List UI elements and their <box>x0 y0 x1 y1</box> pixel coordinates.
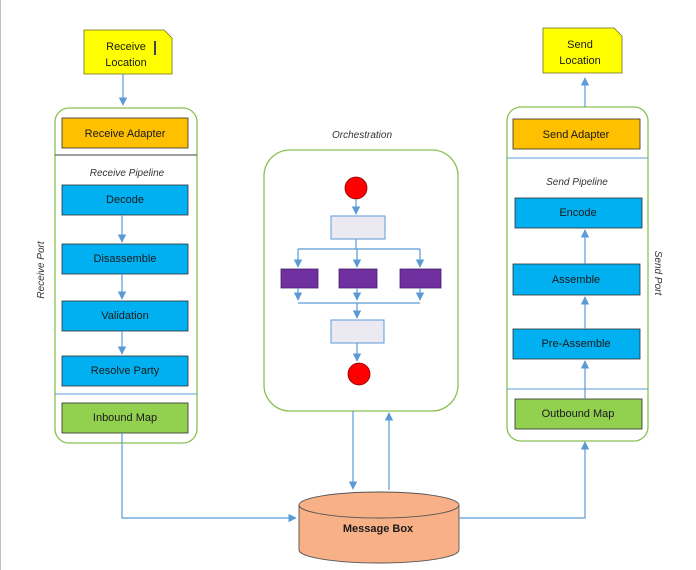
parallel-shape-right <box>399 268 442 289</box>
receive-pipeline-label: Receive Pipeline <box>90 168 165 179</box>
message-box-top <box>298 491 460 519</box>
resolve-party-box <box>61 355 189 387</box>
orchestration-task-top <box>330 215 386 240</box>
message-box-body <box>298 504 460 564</box>
arrow-messagebox-to-outbound-map <box>459 441 590 519</box>
encode-label: Encode <box>559 207 596 219</box>
orchestration-label: Orchestration <box>332 130 392 141</box>
decode-label: Decode <box>106 194 144 206</box>
send-port-label: Send Port <box>652 251 663 297</box>
orchestration-start-node <box>344 176 368 200</box>
outbound-map-label: Outbound Map <box>542 408 615 420</box>
pre-assemble-label: Pre-Assemble <box>541 338 610 350</box>
orchestration-end-node <box>347 362 371 386</box>
orchestration: Orchestration <box>263 130 459 412</box>
send-adapter-box <box>512 118 641 150</box>
receive-port: Receive Port Receive Adapter Receive Pip… <box>36 107 198 444</box>
receive-port-frame <box>54 107 198 444</box>
receive-location-note: Receive Location <box>83 29 173 75</box>
assemble-box <box>512 263 641 296</box>
receive-location-line2: Location <box>105 57 147 69</box>
message-box-label: Message Box <box>343 523 414 535</box>
validation-box <box>61 300 189 332</box>
receive-adapter-label: Receive Adapter <box>85 128 166 140</box>
send-adapter-label: Send Adapter <box>543 129 610 141</box>
send-location-note: Send Location <box>542 27 623 74</box>
disassemble-box <box>61 243 189 275</box>
orchestration-task-bottom <box>330 319 385 344</box>
disassemble-label: Disassemble <box>94 253 157 265</box>
receive-location-line1: Receive <box>106 41 146 53</box>
arrow-inbound-map-to-messagebox <box>121 433 297 523</box>
send-location-line2: Location <box>559 55 601 67</box>
send-pipeline-label: Send Pipeline <box>546 177 608 188</box>
parallel-shape-left <box>280 268 319 289</box>
parallel-shape-center <box>338 268 378 289</box>
outbound-map-box <box>514 398 643 430</box>
send-location-line1: Send <box>567 39 593 51</box>
decode-box <box>61 184 189 216</box>
resolve-party-label: Resolve Party <box>91 365 160 377</box>
pre-assemble-box <box>512 328 641 360</box>
assemble-label: Assemble <box>552 274 600 286</box>
validation-label: Validation <box>101 310 149 322</box>
encode-box <box>514 197 643 229</box>
inbound-map-box <box>61 402 189 434</box>
receive-adapter-box <box>61 117 189 149</box>
inbound-map-label: Inbound Map <box>93 412 157 424</box>
message-box: Message Box <box>298 491 460 564</box>
send-port: Send Port Send Adapter Send Pipeline Enc… <box>506 106 663 442</box>
receive-port-label: Receive Port <box>36 240 47 298</box>
